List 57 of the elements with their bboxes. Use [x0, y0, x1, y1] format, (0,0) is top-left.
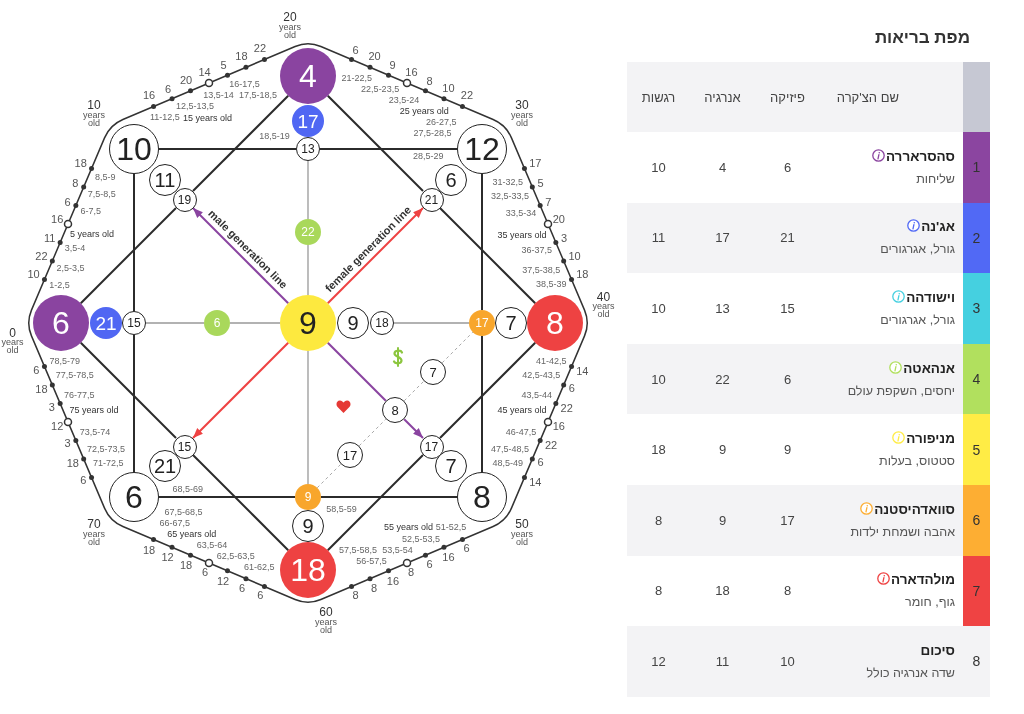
table-value: 6: [783, 159, 792, 175]
table-value: 21: [780, 230, 795, 246]
chakra-name: מולהדארה: [891, 572, 955, 588]
row-number: 8: [963, 626, 990, 697]
table-value: 10: [651, 371, 666, 387]
row-number: 5: [963, 414, 990, 485]
table-value: 13: [715, 301, 730, 316]
chakra-name: סיכום: [920, 642, 955, 658]
table-value: 17: [715, 230, 730, 246]
row-number: 1: [963, 132, 990, 203]
table-value: 18: [715, 583, 730, 599]
row-number: 7: [963, 555, 990, 627]
table-value: 10: [651, 159, 666, 175]
chakra-name: וישודהה: [906, 290, 955, 305]
chakra-description: סטטוס, בעלות: [879, 454, 955, 469]
table-value: 10: [651, 301, 666, 316]
row-number: 3: [963, 273, 990, 344]
chakra-description: אהבה ושמחת ילדות: [850, 524, 955, 539]
chakra-name: סהסראררה: [885, 148, 955, 164]
panel-title: מפת בריאות: [874, 28, 970, 48]
row-number: 2: [963, 202, 990, 274]
table-value: 9: [718, 512, 727, 528]
table-value: 15: [780, 301, 795, 316]
row-number: 6: [963, 484, 990, 556]
table-value: 6: [783, 371, 792, 387]
age-label: 40 years old: [592, 291, 615, 319]
table-value: 12: [651, 653, 666, 669]
chakra-name: סוואדהיסטנה: [874, 501, 955, 517]
column-header: שם הצ'קרה: [836, 89, 899, 105]
table-value: 11: [715, 653, 730, 669]
chakra-name: אג'נה: [921, 219, 955, 235]
chakra-description: שדה אנרגיה כולל: [866, 665, 955, 680]
column-header: רגשות: [641, 89, 676, 105]
table-value: 9: [718, 442, 727, 458]
table-value: 8: [654, 512, 663, 528]
age-label: 0 years old: [1, 327, 24, 355]
table-value: 8: [654, 583, 663, 599]
table-value: 18: [651, 442, 666, 458]
column-header: פיזיקה: [770, 89, 805, 105]
table-value: 9: [783, 442, 792, 458]
table-value: 17: [780, 512, 795, 528]
row-number: 4: [963, 343, 990, 415]
table-value: 8: [783, 583, 792, 599]
age-label: 20 years old: [278, 12, 302, 39]
table-value: 22: [715, 371, 730, 387]
chakra-name: מניפורה: [906, 431, 955, 447]
table-value: 10: [780, 653, 795, 669]
chakra-description: שליחות: [916, 171, 955, 186]
chakra-description: גוף, חומר: [905, 595, 955, 610]
chakra-description: יחסים, השקפת עולם: [847, 383, 955, 398]
table-value: 11: [651, 230, 666, 246]
chakra-description: גורל, אגרגורים: [880, 242, 955, 257]
column-header: אנרגיה: [704, 89, 741, 105]
table-value: 4: [718, 159, 727, 175]
chakra-name: אנהאטה: [903, 360, 955, 376]
chakra-description: גורל, אגרגורים: [880, 313, 955, 327]
age-label: 60 years old: [314, 607, 338, 634]
